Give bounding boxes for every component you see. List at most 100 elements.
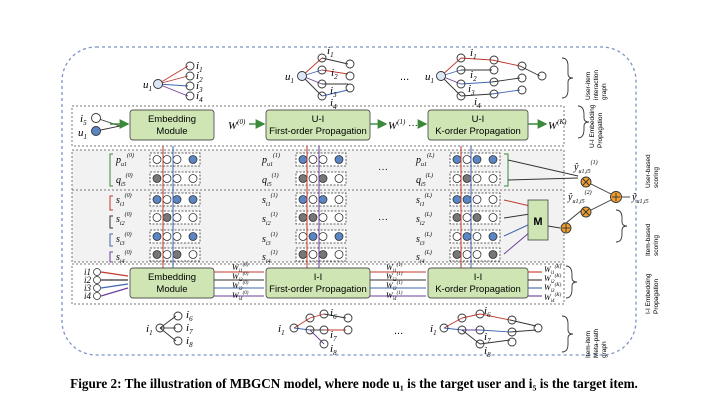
svg-text:i1: i1 — [146, 323, 153, 337]
svg-text:Wi1(1): Wi1(1) — [386, 263, 403, 274]
svg-text:i3: i3 — [84, 283, 92, 293]
svg-text:Wi3(K): Wi3(K) — [544, 283, 562, 294]
svg-text:Wi2(1): Wi2(1) — [386, 272, 403, 283]
svg-text:ŷu1,i5(2): ŷu1,i5(2) — [567, 189, 592, 205]
svg-text:scoring: scoring — [653, 235, 660, 256]
vector-block-L — [449, 152, 501, 262]
ii-first-order-module — [265, 267, 371, 299]
svg-text:i3: i3 — [330, 85, 337, 99]
svg-text:W(1): W(1) — [388, 118, 406, 132]
svg-text:i5: i5 — [80, 113, 87, 127]
svg-text:i7: i7 — [186, 322, 193, 336]
vector-block-1 — [295, 152, 347, 262]
svg-text:First-order Propagation: First-order Propagation — [269, 284, 367, 295]
svg-text:i6: i6 — [186, 309, 193, 323]
svg-text:I-I Embedding: I-I Embedding — [645, 273, 652, 314]
svg-text:i7: i7 — [330, 329, 337, 343]
svg-text:u1: u1 — [78, 127, 87, 141]
svg-text:Embedding: Embedding — [148, 272, 196, 283]
ui-graph-2 — [297, 53, 355, 101]
svg-text:i8: i8 — [330, 343, 337, 357]
svg-text:Propagation: Propagation — [597, 113, 604, 148]
svg-text:Wi2(0): Wi2(0) — [232, 272, 249, 283]
svg-text:Item-based: Item-based — [645, 223, 652, 256]
ii-graph-3 — [439, 309, 543, 349]
svg-text:i3: i3 — [468, 83, 475, 97]
label-user-item-graph: User-item interaction graph — [585, 70, 608, 100]
svg-text:i4: i4 — [84, 291, 92, 301]
svg-text:i3: i3 — [196, 80, 203, 94]
svg-text:Wi1(0): Wi1(0) — [232, 263, 249, 274]
label-ii-embedding: I-I Embedding Propagation — [645, 273, 660, 314]
svg-text:i4: i4 — [196, 90, 203, 104]
svg-text:Wi3(0): Wi3(0) — [232, 281, 249, 292]
svg-text:Module: Module — [156, 126, 187, 137]
embedding-module-top — [129, 109, 215, 141]
svg-text:Wi4(1): Wi4(1) — [386, 291, 403, 302]
svg-text:Wi1(K): Wi1(K) — [544, 265, 562, 276]
svg-text:Wi3(1): Wi3(1) — [386, 281, 403, 292]
svg-text:u1: u1 — [285, 71, 294, 85]
svg-text:U-I Embedding: U-I Embedding — [589, 104, 596, 148]
svg-text:ŷu1,i5(1): ŷu1,i5(1) — [573, 159, 598, 175]
svg-text:K-order Propagation: K-order Propagation — [435, 284, 521, 295]
svg-text:M: M — [533, 216, 542, 228]
svg-text:i1: i1 — [470, 47, 477, 61]
svg-text:i1: i1 — [430, 323, 437, 337]
ui1-u1: u1 — [143, 79, 152, 93]
embedding-module-bottom — [129, 267, 215, 299]
svg-text:i6: i6 — [330, 307, 337, 321]
svg-text:i8: i8 — [186, 335, 193, 349]
svg-text:Module: Module — [156, 284, 187, 295]
m-block — [527, 199, 549, 241]
svg-text:User-item: User-item — [585, 72, 592, 100]
svg-text:User-based: User-based — [645, 154, 652, 188]
svg-text:interaction: interaction — [593, 70, 600, 100]
svg-text:i1: i1 — [278, 323, 285, 337]
svg-text:W(K): W(K) — [548, 118, 567, 132]
svg-text:Wi4(K): Wi4(K) — [544, 293, 562, 304]
svg-text:U-I: U-I — [312, 114, 325, 125]
svg-text:i4: i4 — [474, 96, 481, 110]
svg-text:I-I: I-I — [474, 272, 482, 283]
ii-graph-1 — [155, 311, 183, 346]
svg-text:Wi4(0): Wi4(0) — [232, 291, 249, 302]
label-ui-embedding: U-I Embedding Propagation — [589, 104, 604, 148]
svg-text:···: ··· — [378, 164, 388, 175]
svg-text:Propagation: Propagation — [653, 279, 660, 314]
svg-text:Meta-path: Meta-path — [593, 328, 600, 358]
label-item-item-graph: Item-item Meta-path graph — [585, 328, 608, 358]
svg-text:scoring: scoring — [653, 167, 660, 188]
svg-text:u1: u1 — [425, 71, 434, 85]
outer-frame — [61, 46, 637, 356]
svg-text:···: ··· — [378, 214, 388, 225]
svg-text:i1: i1 — [84, 267, 91, 277]
ellipsis-top: ... — [400, 71, 409, 83]
svg-text:U-I: U-I — [472, 114, 485, 125]
svg-text:Wi2(K): Wi2(K) — [544, 274, 562, 285]
svg-text:i2: i2 — [84, 275, 92, 285]
svg-text:Item-item: Item-item — [585, 331, 592, 358]
svg-text:I-I: I-I — [314, 272, 322, 283]
ellipsis-bottom: ... — [394, 325, 403, 337]
svg-text:K-order Propagation: K-order Propagation — [435, 126, 521, 137]
svg-text:W(0): W(0) — [228, 118, 246, 132]
svg-text:···: ··· — [408, 120, 418, 131]
svg-text:i4: i4 — [330, 97, 337, 111]
ui-first-order-module — [265, 109, 371, 141]
ii-graph-2 — [289, 309, 353, 349]
ui-k-order-module — [427, 109, 529, 141]
figure-caption: Figure 2: The illustration of MBGCN mode… — [70, 376, 638, 391]
svg-text:i2: i2 — [196, 70, 203, 84]
ii-k-order-module — [427, 267, 529, 299]
svg-text:i2: i2 — [331, 67, 338, 81]
svg-text:i7: i7 — [484, 331, 491, 345]
ui-graph-3 — [436, 53, 547, 101]
svg-text:Embedding: Embedding — [148, 114, 196, 125]
svg-text:i8: i8 — [484, 345, 491, 359]
svg-text:i2: i2 — [470, 69, 477, 83]
svg-text:i1: i1 — [196, 60, 203, 74]
svg-text:ŷu1,i5: ŷu1,i5 — [631, 192, 649, 205]
